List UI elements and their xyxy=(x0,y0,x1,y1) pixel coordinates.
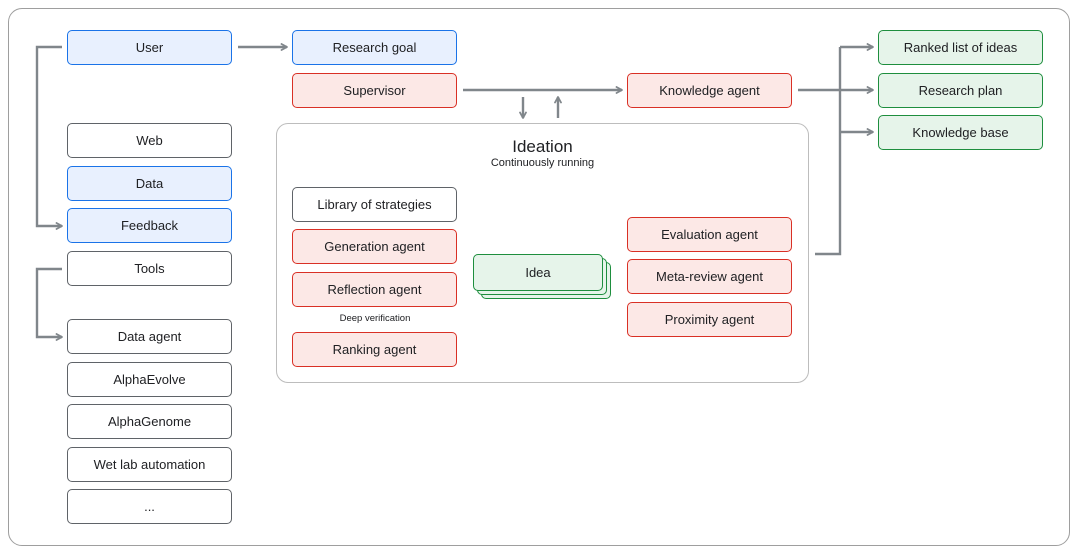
more-tools-node: ... xyxy=(67,489,232,524)
supervisor-node: Supervisor xyxy=(292,73,457,108)
knowledge-base-node: Knowledge base xyxy=(878,115,1043,150)
ideation-subtitle: Continuously running xyxy=(490,157,595,169)
ideation-title: Ideation xyxy=(512,137,573,156)
alphaevolve-node: AlphaEvolve xyxy=(67,362,232,397)
deep-verification-label: Deep verification xyxy=(339,313,411,324)
generation-agent-node: Generation agent xyxy=(292,229,457,264)
feedback-node: Feedback xyxy=(67,208,232,243)
data-node: Data xyxy=(67,166,232,201)
wet-lab-node: Wet lab automation xyxy=(67,447,232,482)
knowledge-agent-node: Knowledge agent xyxy=(627,73,792,108)
research-goal-node: Research goal xyxy=(292,30,457,65)
library-of-strategies-node: Library of strategies xyxy=(292,187,457,222)
research-plan-node: Research plan xyxy=(878,73,1043,108)
reflection-agent-node: Reflection agent xyxy=(292,272,457,307)
proximity-agent-node: Proximity agent xyxy=(627,302,792,337)
alphagenome-node: AlphaGenome xyxy=(67,404,232,439)
tools-node: Tools xyxy=(67,251,232,286)
ranked-list-node: Ranked list of ideas xyxy=(878,30,1043,65)
ranking-agent-node: Ranking agent xyxy=(292,332,457,367)
idea-node: Idea xyxy=(473,254,603,291)
evaluation-agent-node: Evaluation agent xyxy=(627,217,792,252)
meta-review-agent-node: Meta-review agent xyxy=(627,259,792,294)
data-agent-node: Data agent xyxy=(67,319,232,354)
web-node: Web xyxy=(67,123,232,158)
user-node: User xyxy=(67,30,232,65)
